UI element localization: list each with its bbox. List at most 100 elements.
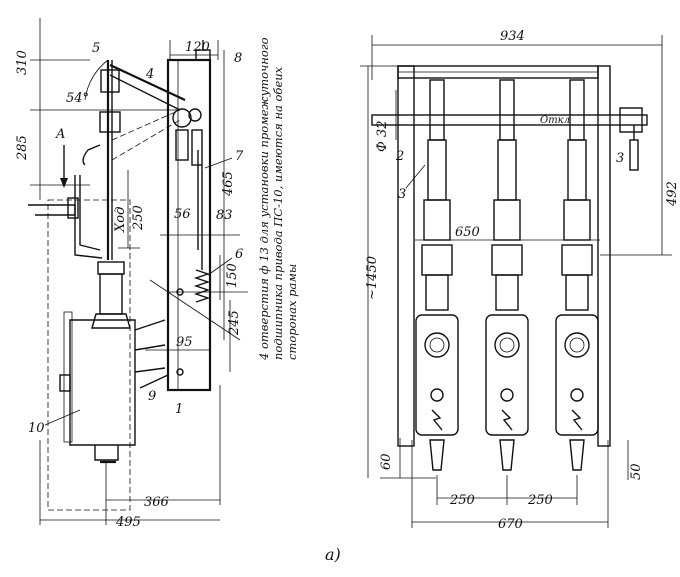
pivot [188, 108, 202, 122]
contact-hook [82, 144, 101, 166]
note-line-3: сторонах рамы [285, 264, 299, 360]
pole-gauge-inner [569, 337, 585, 353]
spring-6 [193, 269, 211, 303]
label-A: A [55, 127, 65, 142]
latch [175, 129, 189, 161]
mounting-note: 4 отверстия ф 13 для установки промежуто… [257, 37, 299, 361]
contact-arm [79, 175, 101, 251]
pole-indicator [570, 388, 584, 402]
dim-250-right: 250 [527, 493, 553, 508]
latch [191, 129, 203, 166]
dim-1450: ~1450 [365, 256, 380, 300]
dim-120: 120 [185, 40, 210, 55]
leader-line [149, 279, 241, 341]
note-line-1: 4 отверстия ф 13 для установки промежуто… [257, 37, 271, 361]
leader-line [44, 409, 81, 426]
pole-insulator-lower [495, 274, 519, 311]
pole-gauge-inner [499, 337, 515, 353]
strut-9 [134, 344, 166, 351]
insulator [99, 273, 123, 315]
dim-492: 492 [665, 181, 680, 207]
label-2: 2 [395, 149, 404, 164]
insulator-flange [91, 313, 131, 329]
pole-terminal [569, 439, 585, 471]
figure-label: а) [325, 545, 341, 564]
frame-outline [47, 199, 131, 511]
lever-4 [109, 64, 186, 101]
strut-9 [134, 367, 166, 373]
bolt [176, 368, 184, 376]
pole-insulator-upper [563, 199, 591, 241]
angle-arc [84, 59, 109, 101]
label-6: 6 [235, 247, 243, 262]
pole-lightning [571, 409, 583, 431]
pole-3 [555, 79, 599, 471]
label-4: 4 [145, 67, 154, 82]
right-view: 934 Откл Ф 32 2 3 3 492 ~1450 [360, 29, 680, 532]
dim-465: 465 [221, 171, 236, 197]
label-8: 8 [234, 51, 242, 66]
housing-foot [94, 445, 119, 461]
pole-lightning [431, 409, 443, 431]
dim-56: 56 [174, 207, 191, 222]
dim-250: 250 [131, 205, 146, 231]
label-5: 5 [92, 41, 100, 56]
dim-60: 60 [379, 453, 394, 470]
pole-insulator-mid [491, 244, 523, 276]
dim-495: 495 [115, 515, 141, 530]
pole-terminal [429, 439, 445, 471]
pole-blade [567, 139, 587, 201]
pole-gauge [564, 332, 590, 358]
pole-housing [485, 314, 529, 436]
dim-250-left: 250 [449, 493, 475, 508]
dim-366: 366 [144, 495, 169, 510]
insulator-cap [97, 261, 125, 275]
dim-95: 95 [176, 335, 193, 350]
pole-contact [429, 79, 445, 141]
housing-knob [59, 374, 71, 392]
pole-insulator-lower [425, 274, 449, 311]
dim-245: 245 [227, 310, 242, 336]
pole-gauge [494, 332, 520, 358]
label-xod: Ход [113, 207, 128, 233]
dim-83: 83 [216, 208, 233, 223]
pole-insulator-mid [421, 244, 453, 276]
pole-contact [499, 79, 515, 141]
pole-insulator-upper [423, 199, 451, 241]
label-3-left: 3 [398, 187, 406, 202]
pole-terminal [499, 439, 515, 471]
pole-insulator-lower [565, 274, 589, 311]
dim-650: 650 [455, 225, 480, 240]
drive-handle [629, 139, 639, 171]
strut-9 [134, 319, 166, 331]
shaft [371, 114, 648, 126]
housing-rib [63, 311, 73, 443]
pole-housing [555, 314, 599, 436]
label-7: 7 [235, 149, 244, 164]
pole-contact [569, 79, 585, 141]
lever-open [111, 119, 181, 161]
dim-310: 310 [15, 50, 30, 75]
dim-285: 285 [15, 135, 30, 161]
label-1: 1 [175, 402, 183, 417]
pole-lightning [501, 409, 513, 431]
strut-9 [139, 374, 169, 389]
pole-housing [415, 314, 459, 436]
pole-1 [415, 79, 459, 471]
dim-50: 50 [629, 463, 644, 480]
pole-indicator [430, 388, 444, 402]
label-3-right: 3 [616, 151, 624, 166]
dim-phi32: Ф 32 [375, 121, 390, 152]
pole-gauge [424, 332, 450, 358]
bracket-block [67, 197, 79, 219]
side-post-left [397, 65, 415, 447]
lever-open [111, 109, 181, 141]
drive-lever [619, 107, 643, 133]
rod-clamp [100, 69, 120, 93]
arrow-head [60, 178, 68, 188]
side-post-right [597, 65, 611, 447]
pole-blade [497, 139, 517, 201]
label-10: 10 [28, 421, 45, 436]
label-otkl: Откл [540, 115, 570, 126]
